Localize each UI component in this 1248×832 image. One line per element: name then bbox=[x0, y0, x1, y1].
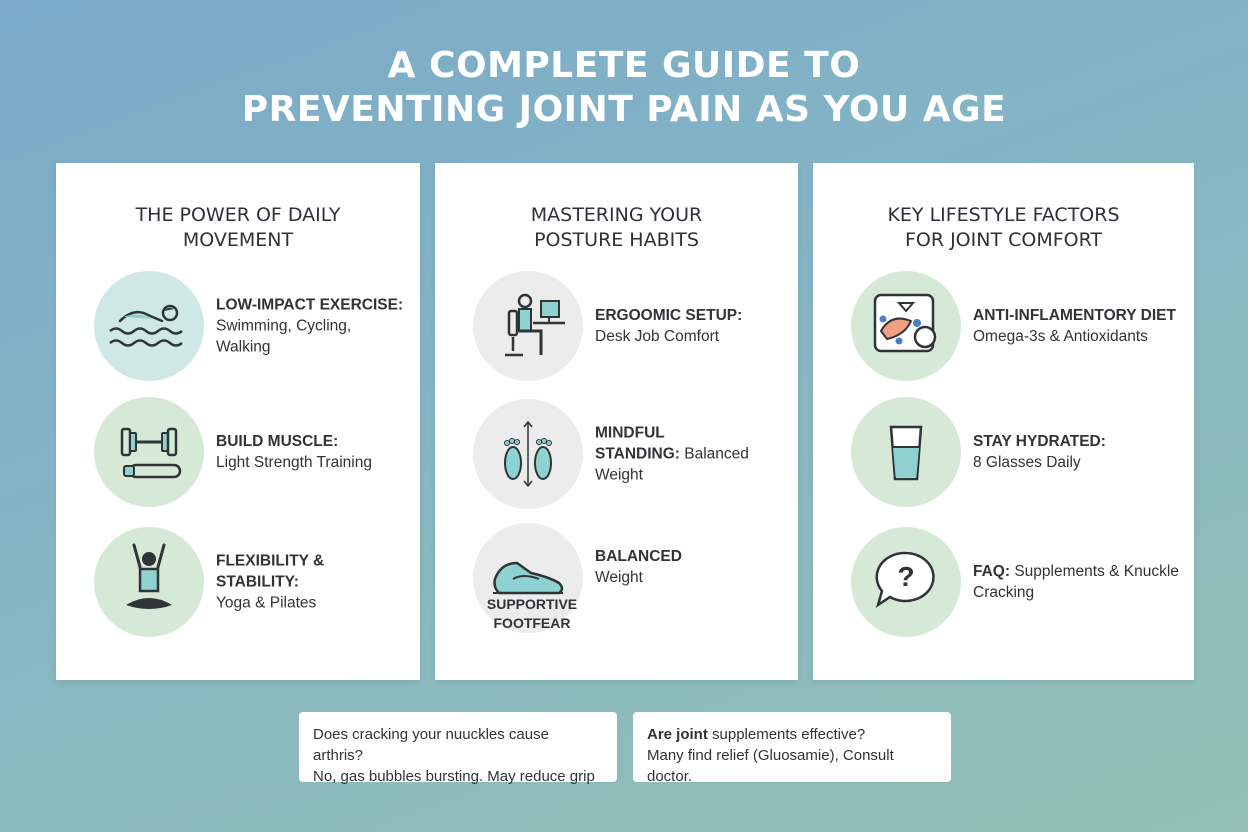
faq-supplements: Are joint supplements effective? Many fi… bbox=[633, 712, 951, 785]
list-item-balanced: BALANCED Weight bbox=[473, 523, 788, 633]
desk-worker-icon bbox=[473, 271, 583, 381]
faq-question-rest: supplements effective? bbox=[707, 726, 866, 743]
item-description-line-2: Cracking bbox=[973, 584, 1035, 601]
item-description: STANDING: Balanced Weight bbox=[595, 444, 788, 486]
item-heading-2: STANDING: bbox=[595, 445, 680, 463]
item-description: 8 Glasses Daily bbox=[973, 454, 1081, 471]
item-description-text: Supplements & Knuckle bbox=[1014, 563, 1179, 580]
item-description: Omega-3s & Antioxidants bbox=[973, 328, 1148, 345]
item-text: ANTI-INFLAMENTORY DIET Omega-3s & Antiox… bbox=[973, 305, 1184, 347]
item-heading: ERGOOMIC SETUP: bbox=[595, 307, 743, 324]
page-title-line-1: A COMPLETE GUIDE TO bbox=[387, 45, 861, 86]
card-lifestyle-factors: KEY LIFESTYLE FACTORS FOR JOINT COMFORT … bbox=[813, 163, 1194, 680]
footwear-caption-line-1: SUPPORTIVE bbox=[486, 596, 578, 612]
item-heading: BUILD MUSCLE: bbox=[216, 433, 339, 450]
item-heading: FLEXIBILITY & STABILITY: bbox=[216, 552, 325, 591]
page-title: A COMPLETE GUIDE TO PREVENTING JOINT PAI… bbox=[0, 44, 1248, 132]
sneaker-icon bbox=[473, 523, 583, 633]
card-title-line-1: KEY LIFESTYLE FACTORS bbox=[887, 204, 1120, 226]
footwear-caption-line-2: FOOTFEAR bbox=[493, 615, 571, 631]
card-title-line-2: POSTURE HABITS bbox=[534, 229, 699, 251]
item-description: Yoga & Pilates bbox=[216, 594, 317, 612]
list-item-faq: ? FAQ: Supplements & Knuckle Cracking bbox=[851, 527, 1184, 637]
item-text: FAQ: Supplements & Knuckle Cracking bbox=[973, 561, 1184, 603]
list-item-low-impact: LOW-IMPACT EXERCISE: Swimming, Cycling, … bbox=[94, 271, 410, 381]
item-description: Light Strength Training bbox=[216, 454, 372, 471]
item-description: Weight bbox=[595, 569, 643, 586]
item-heading: STAY HYDRATED: bbox=[973, 433, 1106, 450]
footprints-icon bbox=[473, 399, 583, 509]
card-title: KEY LIFESTYLE FACTORS FOR JOINT COMFORT bbox=[813, 203, 1194, 253]
question-bubble-icon: ? bbox=[851, 527, 961, 637]
card-title: THE POWER OF DAILY MOVEMENT bbox=[56, 203, 420, 253]
list-item-build-muscle: BUILD MUSCLE: Light Strength Training bbox=[94, 397, 410, 507]
card-posture-habits: MASTERING YOUR POSTURE HABITS ERGOOMIC S… bbox=[435, 163, 798, 680]
footwear-caption: SUPPORTIVE FOOTFEAR bbox=[463, 595, 601, 633]
item-text: MINDFUL STANDING: Balanced Weight bbox=[595, 423, 788, 486]
card-daily-movement: THE POWER OF DAILY MOVEMENT LOW-IMPACT E… bbox=[56, 163, 420, 680]
card-title-line-1: THE POWER OF DAILY bbox=[135, 204, 341, 226]
item-heading: LOW-IMPACT EXERCISE: bbox=[216, 296, 404, 314]
list-item-ergonomic: ERGOOMIC SETUP: Desk Job Comfort bbox=[473, 271, 788, 381]
item-description-text: Balanced Weight bbox=[595, 445, 749, 484]
dumbbell-icon bbox=[94, 397, 204, 507]
page-title-line-2: PREVENTING JOINT PAIN AS YOU AGE bbox=[241, 89, 1007, 130]
svg-text:?: ? bbox=[897, 561, 914, 592]
item-text: STAY HYDRATED: 8 Glasses Daily bbox=[973, 431, 1184, 473]
faq-knuckle-cracking: Does cracking your nuuckles cause arthri… bbox=[299, 712, 617, 785]
list-item-diet: ANTI-INFLAMENTORY DIET Omega-3s & Antiox… bbox=[851, 271, 1184, 381]
list-item-mindful-standing: MINDFUL STANDING: Balanced Weight bbox=[473, 399, 788, 509]
faq-question: Does cracking your nuuckles cause arthri… bbox=[313, 726, 549, 764]
item-description: FAQ: Supplements & Knuckle bbox=[973, 561, 1184, 582]
faq-question-bold: Are joint bbox=[647, 726, 708, 743]
list-item-flexibility: FLEXIBILITY & STABILITY: Yoga & Pilates bbox=[94, 527, 410, 637]
item-description: Desk Job Comfort bbox=[595, 328, 720, 345]
item-text: FLEXIBILITY & STABILITY: Yoga & Pilates bbox=[216, 551, 410, 614]
item-description: Swimming, Cycling, Walking bbox=[216, 317, 352, 356]
list-item-hydration: STAY HYDRATED: 8 Glasses Daily bbox=[851, 397, 1184, 507]
card-title: MASTERING YOUR POSTURE HABITS bbox=[435, 203, 798, 253]
card-title-line-2: MOVEMENT bbox=[182, 229, 294, 251]
item-text: ERGOOMIC SETUP: Desk Job Comfort bbox=[595, 305, 788, 347]
item-heading: ANTI-INFLAMENTORY DIET bbox=[973, 307, 1176, 324]
faq-answer: No, gas bubbles bursting. May reduce gri… bbox=[313, 768, 595, 785]
yoga-icon bbox=[94, 527, 204, 637]
food-scale-icon bbox=[851, 271, 961, 381]
item-heading: BALANCED bbox=[595, 548, 682, 565]
item-heading: MINDFUL bbox=[595, 424, 665, 442]
water-glass-icon bbox=[851, 397, 961, 507]
item-heading: FAQ: bbox=[973, 563, 1011, 580]
card-title-line-1: MASTERING YOUR bbox=[530, 204, 703, 226]
item-text: BALANCED Weight bbox=[595, 546, 788, 588]
item-text: BUILD MUSCLE: Light Strength Training bbox=[216, 431, 410, 473]
item-text: LOW-IMPACT EXERCISE: Swimming, Cycling, … bbox=[216, 295, 410, 358]
faq-question: Are joint supplements effective? bbox=[647, 724, 937, 745]
faq-answer: Many find relief (Gluosamie), Consult do… bbox=[647, 747, 894, 785]
card-title-line-2: FOR JOINT COMFORT bbox=[904, 229, 1103, 251]
swimmer-icon bbox=[94, 271, 204, 381]
